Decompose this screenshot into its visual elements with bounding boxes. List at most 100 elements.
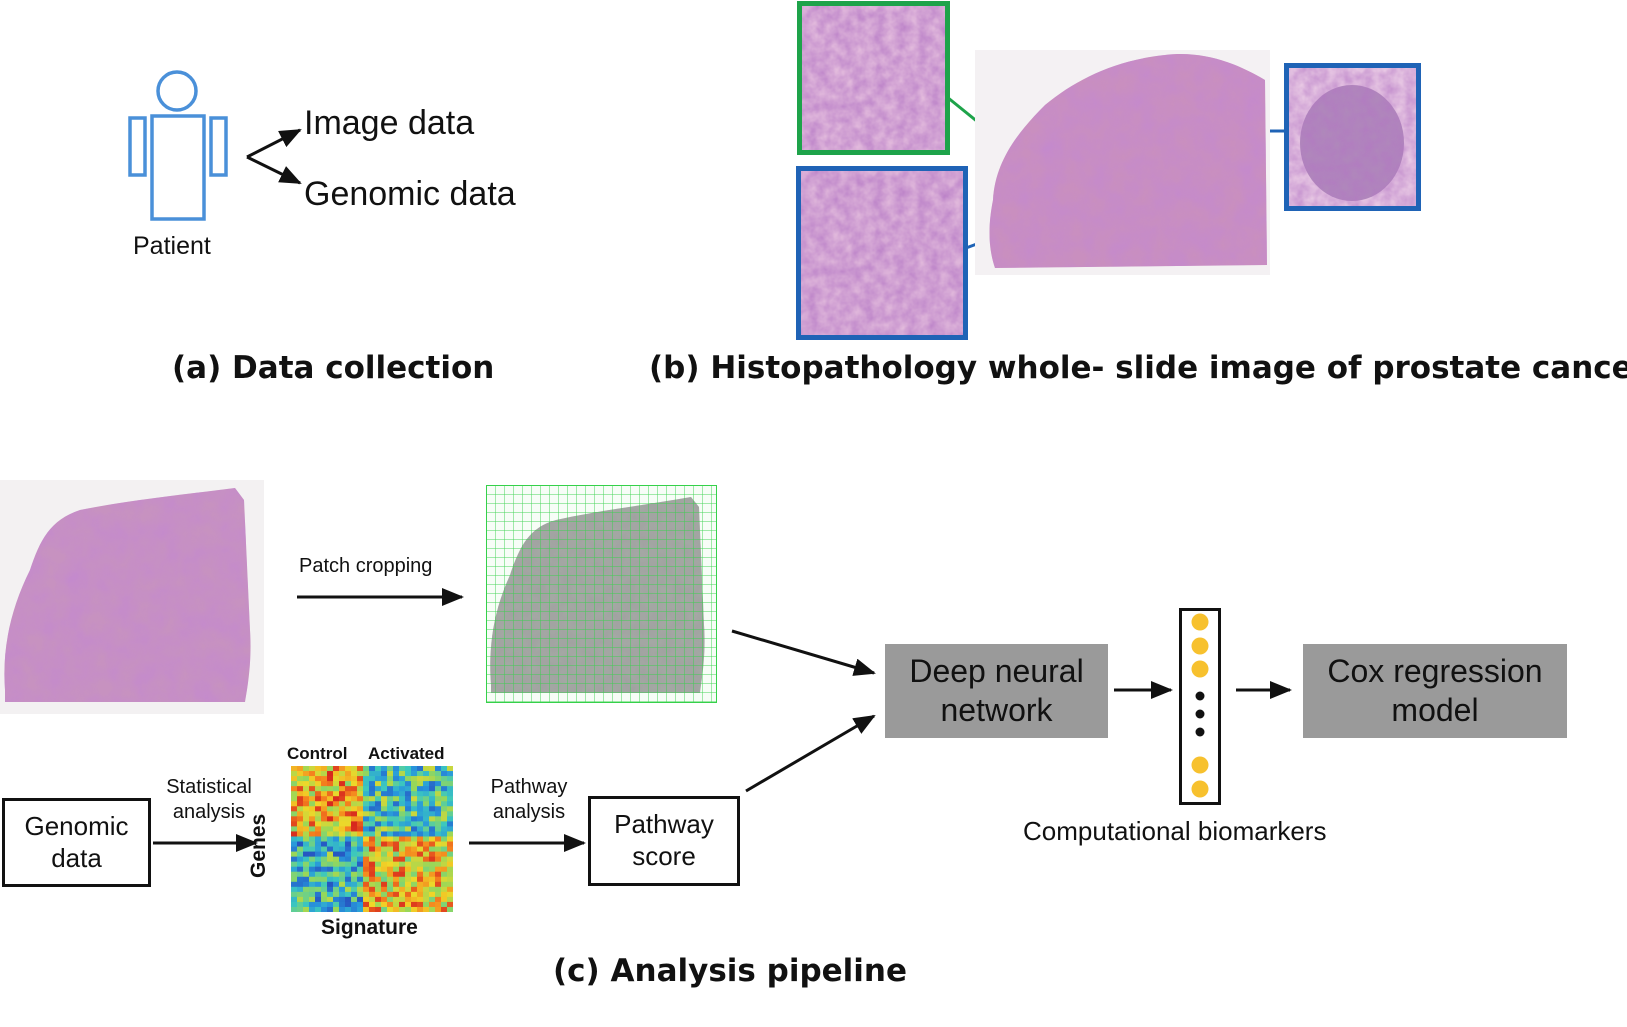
heatmap-cell xyxy=(327,851,334,858)
heatmap-cell xyxy=(393,786,400,792)
heatmap-cell xyxy=(429,766,436,772)
heatmap-cell xyxy=(309,871,316,878)
heatmap-cell xyxy=(297,791,304,797)
heatmap-cell xyxy=(291,851,298,858)
heatmap-cell xyxy=(411,896,418,903)
heatmap-cell xyxy=(417,831,424,837)
heatmap-cell xyxy=(387,776,394,782)
heatmap-cell xyxy=(429,876,436,883)
heatmap-cell xyxy=(375,836,382,842)
biomarker-node-4 xyxy=(1191,756,1209,774)
heatmap-cell xyxy=(321,841,328,847)
heatmap-cell xyxy=(303,806,310,812)
heatmap-cell xyxy=(309,771,316,777)
heatmap-cell xyxy=(417,901,424,908)
ellipsis-dot-1 xyxy=(1195,691,1205,701)
heatmap-cell xyxy=(405,871,412,878)
heatmap-cell xyxy=(339,826,346,832)
heatmap-cell xyxy=(309,781,316,787)
heatmap-cell xyxy=(399,801,406,807)
heatmap-cell xyxy=(345,841,352,847)
heatmap-cell xyxy=(381,881,388,888)
heatmap-cell xyxy=(369,891,376,898)
heatmap-cell xyxy=(447,846,453,852)
heatmap-cell xyxy=(369,831,376,837)
heatmap-cell xyxy=(333,821,340,827)
heatmap-cell xyxy=(417,771,424,777)
heatmap-cell xyxy=(381,841,388,847)
heatmap-cell xyxy=(351,856,358,863)
heatmap-cell xyxy=(423,891,430,898)
heatmap-cell xyxy=(405,846,412,852)
heatmap-cell xyxy=(333,906,340,912)
heatmap-cell xyxy=(327,891,334,898)
heatmap-cell xyxy=(381,766,388,772)
heatmap-cell xyxy=(315,831,322,837)
heatmap-cell xyxy=(417,766,424,772)
biomarker-node-1 xyxy=(1191,613,1209,631)
heatmap-cell xyxy=(333,896,340,903)
heatmap-cell xyxy=(375,871,382,878)
heatmap-cell xyxy=(357,766,364,772)
heatmap-cell xyxy=(417,891,424,898)
heatmap-cell xyxy=(381,816,388,822)
heatmap-cell xyxy=(387,781,394,787)
heatmap-cell xyxy=(399,816,406,822)
heatmap-cell xyxy=(303,771,310,777)
heatmap-cell xyxy=(417,881,424,888)
heatmap-cell xyxy=(405,816,412,822)
inset-green-tissue xyxy=(797,1,950,155)
heatmap-cell xyxy=(303,791,310,797)
pipeline-arrows xyxy=(153,588,1292,852)
heatmap-cell xyxy=(405,856,412,863)
heatmap-cell xyxy=(441,861,448,868)
heatmap-cell xyxy=(351,831,358,837)
heatmap-cell xyxy=(381,866,388,873)
heatmap-cell xyxy=(411,901,418,908)
heatmap-cell xyxy=(405,826,412,832)
heatmap-cell xyxy=(297,816,304,822)
heatmap-cell xyxy=(423,816,430,822)
heatmap-cell xyxy=(345,836,352,842)
heatmap-cell xyxy=(393,901,400,908)
heatmap-cell xyxy=(357,821,364,827)
heatmap-cell xyxy=(411,866,418,873)
heatmap-cell xyxy=(375,881,382,888)
heatmap-cell xyxy=(339,866,346,873)
heatmap-cell xyxy=(345,821,352,827)
heatmap-cell xyxy=(381,801,388,807)
heatmap-cell xyxy=(375,841,382,847)
heatmap-cell xyxy=(429,886,436,893)
heatmap-cell xyxy=(327,801,334,807)
heatmap-cell xyxy=(297,841,304,847)
heatmap-cell xyxy=(429,816,436,822)
heatmap-cell xyxy=(381,846,388,852)
heatmap-cell xyxy=(411,786,418,792)
heatmap-cell xyxy=(369,776,376,782)
heatmap-cell xyxy=(303,846,310,852)
heatmap-cell xyxy=(351,866,358,873)
heatmap-cell xyxy=(399,781,406,787)
heatmap-cell xyxy=(309,776,316,782)
heatmap-cell xyxy=(333,791,340,797)
heatmap-cell xyxy=(339,886,346,893)
heatmap-cell xyxy=(375,811,382,817)
heatmap-cell xyxy=(339,766,346,772)
heatmap-cell xyxy=(333,781,340,787)
heatmap-cell xyxy=(429,871,436,878)
heatmap-cell xyxy=(435,906,442,912)
heatmap-cell xyxy=(387,846,394,852)
heatmap-cell xyxy=(393,891,400,898)
deep-neural-network-box: Deep neural network xyxy=(885,644,1108,738)
heatmap-cell xyxy=(291,791,298,797)
heatmap-cell xyxy=(345,856,352,863)
heatmap-cell xyxy=(297,766,304,772)
heatmap-cell xyxy=(405,891,412,898)
heatmap-cell xyxy=(405,861,412,868)
heatmap-cell xyxy=(345,881,352,888)
heatmap-cell xyxy=(435,816,442,822)
heatmap-cell xyxy=(417,861,424,868)
heatmap-cell xyxy=(447,801,453,807)
heatmap-cell xyxy=(351,836,358,842)
heatmap-cell xyxy=(363,801,370,807)
